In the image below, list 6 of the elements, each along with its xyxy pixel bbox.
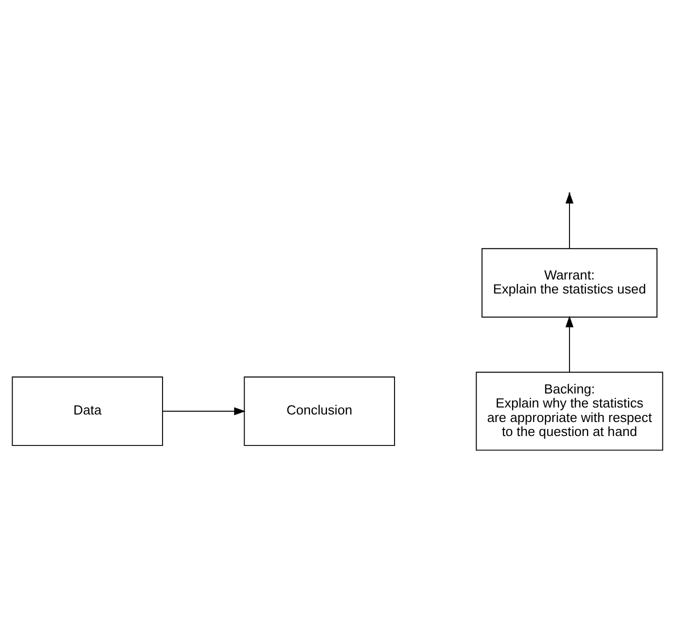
node-box: Data [12,376,164,446]
node-box: Warrant: Explain the statistics used [482,248,658,318]
arrow [162,406,246,415]
node-box: Conclusion [244,376,396,446]
node-box: Backing: Explain why the statistics are appropriate with respect to the question at hand [476,371,664,450]
arrow [566,315,574,372]
